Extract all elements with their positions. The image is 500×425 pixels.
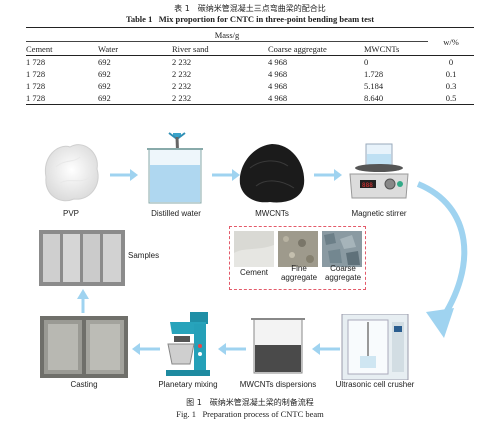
label-distilled-water: Distilled water bbox=[151, 209, 201, 218]
arrow-left-icon bbox=[218, 343, 246, 355]
table-cell: 1 728 bbox=[26, 69, 46, 79]
table-row: 1 728 692 2 232 4 968 5.184 0.3 bbox=[26, 80, 474, 92]
table-cell: 692 bbox=[98, 92, 172, 105]
table-cell: 692 bbox=[98, 69, 111, 79]
samples-image bbox=[39, 230, 125, 286]
table-caption-cn: 表 1 碳纳米管混凝土三点弯曲梁的配合比 bbox=[174, 4, 326, 13]
label-mwcnts-dispersions: MWCNTs dispersions bbox=[239, 380, 317, 389]
label-coarse-aggregate: Coarse aggregate bbox=[324, 264, 362, 282]
table-cell: 1 728 bbox=[26, 81, 46, 91]
arrow-right-icon bbox=[212, 169, 240, 181]
arrow-up-icon bbox=[77, 289, 89, 313]
table-cell: 0.3 bbox=[445, 81, 457, 91]
arrow-left-icon bbox=[132, 343, 160, 355]
table-row: 1 728 692 2 232 4 968 1.728 0.1 bbox=[26, 68, 474, 80]
table-cell: 1 728 bbox=[26, 57, 46, 67]
svg-text:888: 888 bbox=[362, 182, 373, 189]
table-cell: 5.184 bbox=[364, 81, 384, 91]
label-cement: Cement bbox=[239, 268, 268, 277]
column-header: River sand bbox=[172, 41, 268, 56]
planetary-mixer-image bbox=[166, 312, 210, 376]
arrow-right-icon bbox=[314, 169, 342, 181]
mwcnts-powder-image bbox=[239, 144, 305, 203]
casting-image bbox=[40, 316, 128, 378]
w-header: w/% bbox=[428, 27, 474, 56]
column-header: Cement bbox=[26, 41, 98, 56]
label-casting: Casting bbox=[70, 380, 98, 389]
coarse-aggregate-image bbox=[322, 231, 362, 267]
mwcnts-dispersions-beaker-image bbox=[251, 318, 305, 374]
table-row: 1 728 692 2 232 4 968 8.640 0.5 bbox=[26, 92, 474, 105]
ultrasonic-crusher-image bbox=[341, 314, 409, 380]
figure-caption-text: Preparation process of CNTC beam bbox=[202, 409, 324, 419]
table-cell: 0.1 bbox=[445, 69, 457, 79]
table-cell: 4 968 bbox=[268, 92, 364, 105]
table-cell: 2 232 bbox=[172, 92, 268, 105]
table-cell: 2 232 bbox=[172, 57, 192, 67]
label-mwcnts: MWCNTs bbox=[255, 209, 289, 218]
label-magnetic-stirrer: Magnetic stirrer bbox=[351, 209, 407, 218]
table-cell: 0 bbox=[448, 57, 454, 67]
table-cell: 4 968 bbox=[268, 57, 288, 67]
table-cell: 0 bbox=[364, 57, 369, 67]
table-cell: 4 968 bbox=[268, 81, 288, 91]
mass-group-header: Mass/g bbox=[26, 27, 428, 42]
distilled-water-beaker-image bbox=[147, 132, 203, 204]
cement-image bbox=[234, 231, 274, 267]
label-samples: Samples bbox=[128, 251, 160, 260]
label-pvp: PVP bbox=[62, 209, 79, 218]
arrow-right-icon bbox=[110, 169, 138, 181]
table-caption-en: Table 1 Mix proportion for CNTC in three… bbox=[0, 14, 500, 24]
table-cell: 692 bbox=[98, 81, 111, 91]
table-caption-text: Mix proportion for CNTC in three-point b… bbox=[158, 14, 375, 24]
table-cell: 2 232 bbox=[172, 69, 192, 79]
column-header: Coarse aggregate bbox=[268, 41, 364, 56]
label-planetary-mixing: Planetary mixing bbox=[158, 380, 218, 389]
curved-arrow-icon bbox=[416, 181, 468, 338]
column-header: Water bbox=[98, 41, 172, 56]
table-row: 1 728 692 2 232 4 968 0 0 bbox=[26, 56, 474, 69]
mix-proportion-table: Mass/g w/% Cement Water River sand Coars… bbox=[26, 27, 474, 105]
label-ultrasonic: Ultrasonic cell crusher bbox=[335, 380, 415, 389]
magnetic-stirrer-image: 888 bbox=[349, 143, 409, 199]
table-cell: 1 728 bbox=[26, 92, 98, 105]
table-cell: 0.5 bbox=[428, 92, 474, 105]
table-cell: 8.640 bbox=[364, 92, 428, 105]
arrow-left-icon bbox=[312, 343, 340, 355]
figure-caption-cn: 图 1 碳纳米管混凝土梁的制备流程 bbox=[186, 398, 314, 407]
table-cell: 2 232 bbox=[172, 81, 192, 91]
table-caption-label: Table 1 bbox=[125, 14, 153, 24]
pvp-powder-image bbox=[44, 144, 99, 202]
figure-caption-label: Fig. 1 bbox=[176, 409, 197, 419]
label-fine-aggregate: Fine aggregate bbox=[280, 264, 318, 282]
figure-caption-en: Fig. 1 Preparation process of CNTC beam bbox=[0, 409, 500, 419]
fine-aggregate-image bbox=[278, 231, 318, 267]
table-cell: 4 968 bbox=[268, 69, 288, 79]
column-header: MWCNTs bbox=[364, 41, 428, 56]
aggregates-dashed-box bbox=[229, 226, 366, 290]
table-cell: 692 bbox=[98, 57, 111, 67]
table-cell: 1.728 bbox=[364, 69, 384, 79]
